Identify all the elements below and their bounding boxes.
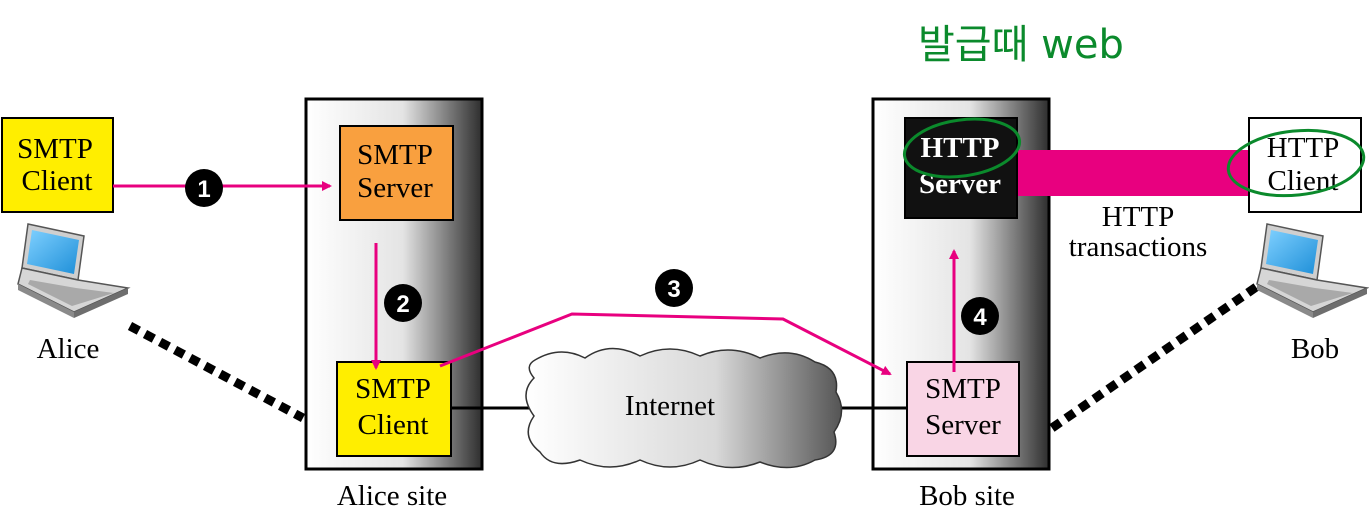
step-4-marker xyxy=(961,297,999,335)
http-transactions-pipe xyxy=(1016,150,1251,196)
internet-label: Internet xyxy=(625,390,715,422)
step-3-marker xyxy=(655,269,693,307)
internet-cloud xyxy=(525,347,843,469)
alice-label: Alice xyxy=(37,333,100,365)
http-server-annotation-circle xyxy=(902,117,1022,179)
bob-site-http-server-line1: HTTP xyxy=(921,132,1000,164)
step-2-number: 2 xyxy=(396,291,409,318)
bob-site-http-server-line2: Server xyxy=(919,168,1001,200)
bob-http-client-line1: HTTP xyxy=(1267,132,1340,164)
step-2-marker xyxy=(384,284,422,322)
alice-smtp-client-line1: SMTP xyxy=(17,133,93,165)
alice-site-smtp-server-box xyxy=(339,125,454,221)
step-4-number: 4 xyxy=(973,304,987,331)
bob-site-smtp-server-line2: Server xyxy=(925,409,1001,441)
bob-label: Bob xyxy=(1291,333,1339,365)
step-3-number: 3 xyxy=(667,276,680,303)
alice-site-smtp-server-line2: Server xyxy=(357,172,433,204)
bob-site-http-server-box xyxy=(904,117,1018,219)
step-1-number: 1 xyxy=(197,176,210,203)
bob-http-client-line2: Client xyxy=(1268,165,1339,197)
bob-dotted-link xyxy=(1049,279,1265,432)
alice-site-smtp-client-box xyxy=(336,361,452,457)
bob-laptop-icon xyxy=(1256,223,1368,319)
arrow-step-3 xyxy=(439,312,892,376)
step-1-marker xyxy=(185,169,223,207)
handwritten-annotation: 발급때 web xyxy=(918,22,1124,68)
bob-http-client-box xyxy=(1248,117,1362,213)
alice-laptop-icon xyxy=(17,223,129,319)
alice-site-smtp-client-line1: SMTP xyxy=(355,373,431,405)
alice-site-smtp-server-line1: SMTP xyxy=(357,139,433,171)
alice-smtp-client-line2: Client xyxy=(22,165,93,197)
bob-site-label: Bob site xyxy=(919,480,1015,512)
bob-site-smtp-server-line1: SMTP xyxy=(925,373,1001,405)
alice-site-smtp-client-line2: Client xyxy=(358,409,429,441)
bob-site-smtp-server-box xyxy=(906,361,1020,457)
http-transactions-label-line2: transactions xyxy=(1069,231,1208,263)
alice-site-label: Alice site xyxy=(337,480,447,512)
alice-smtp-client-box xyxy=(1,117,114,213)
http-client-annotation-circle xyxy=(1226,128,1366,198)
alice-dotted-link xyxy=(127,322,306,422)
http-transactions-label-line1: HTTP xyxy=(1102,201,1175,233)
